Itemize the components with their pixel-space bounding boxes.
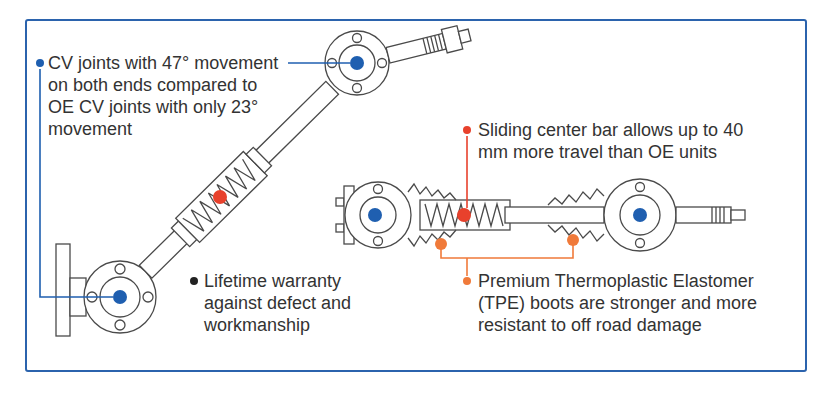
cv-ball [374, 185, 383, 194]
cv-joint-housing [345, 182, 411, 248]
cv-ball [636, 183, 645, 192]
stub-tip [731, 210, 745, 220]
hub-nut [441, 26, 462, 53]
slide-marker [213, 190, 227, 204]
cv-joint-housing [604, 179, 676, 251]
bullet-dot [190, 277, 198, 285]
cv-ball [115, 320, 125, 330]
boot-marker [435, 238, 447, 250]
slide-spring [425, 204, 503, 226]
flange-tab [336, 198, 344, 206]
joint-marker [113, 290, 127, 304]
callout-text: Premium Thermoplastic Elastomer (TPE) bo… [478, 270, 778, 336]
thread-lines [423, 34, 442, 53]
cv-joint-inner-race [360, 197, 396, 233]
cv-ball [636, 239, 645, 248]
leader-line [466, 136, 468, 208]
joint-marker [350, 56, 364, 70]
slide-marker [457, 208, 471, 222]
cv-ball [353, 34, 362, 43]
cv-ball [115, 264, 125, 274]
sliding-sleeve [176, 151, 268, 242]
leader-line [288, 62, 350, 64]
cv-ball [378, 59, 387, 68]
boot-marker [567, 234, 579, 246]
joint-marker [368, 208, 382, 222]
cv-ball [353, 84, 362, 93]
flange-plate [56, 244, 70, 336]
stub-body [386, 33, 446, 63]
joint-marker [633, 208, 647, 222]
spline-lines [712, 207, 724, 223]
shaft-collar [246, 147, 271, 173]
flange-tab [336, 224, 344, 232]
cv-ball [374, 237, 383, 246]
callout-text: CV joints with 47° movement on both ends… [48, 52, 284, 140]
slide-spring [183, 159, 260, 235]
boot-bellows [408, 230, 456, 246]
bullet-dot [463, 277, 471, 285]
boot-bellows [408, 184, 456, 200]
boot-bellows [548, 189, 604, 205]
leader-line [466, 258, 468, 276]
leader-line [441, 244, 573, 258]
callout-text: Sliding center bar allows up to 40 mm mo… [478, 119, 768, 163]
callout-text: Lifetime warranty against defect and wor… [204, 270, 369, 336]
shaft-bar [505, 207, 604, 223]
bullet-dot [36, 59, 44, 67]
stub-shaft [385, 23, 472, 67]
sliding-center-bar [420, 200, 510, 230]
stub-shaft [676, 207, 731, 223]
cv-joint-inner-race [620, 195, 660, 235]
cv-ball [143, 292, 153, 302]
stub-tip [458, 29, 471, 43]
frame-border [26, 20, 806, 371]
straight-halfshaft [336, 179, 745, 251]
bullet-dot [463, 126, 471, 134]
